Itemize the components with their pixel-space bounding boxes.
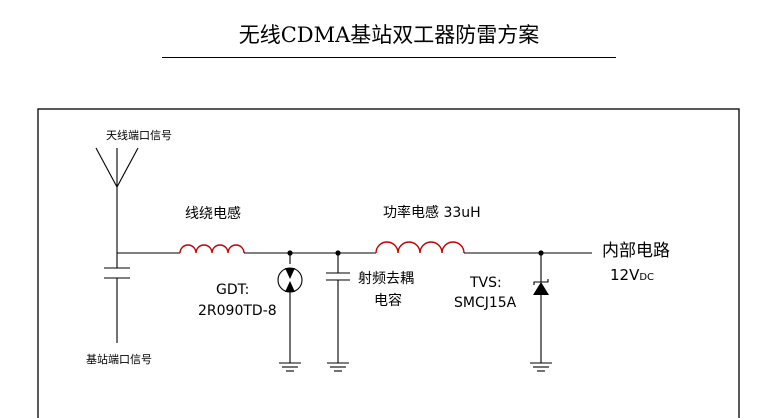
power-inductor [375, 241, 465, 254]
gdt-arrow-bottom [285, 281, 295, 292]
antenna-symbol [95, 147, 139, 268]
diagram-frame [37, 108, 740, 418]
power-inductor-label: 功率电感 33uH [383, 204, 481, 221]
tvs-label: TVS: [469, 275, 502, 291]
voltage-label: 12VDC [610, 266, 654, 284]
diagram-title: 无线CDMA基站双工器防雷方案 [238, 23, 540, 47]
tvs-diode-body [533, 282, 549, 295]
tvs-diode-symbol [530, 253, 552, 372]
tvs-part-number: SMCJ15A [454, 295, 517, 311]
gdt-part-number: 2R090TD-8 [198, 303, 277, 319]
voltage-main: 12V [610, 266, 640, 284]
voltage-subscript: DC [639, 272, 654, 283]
base-station-port-label: 基站端口信号 [86, 352, 152, 366]
capacitor-label-line1: 射频去耦 [358, 271, 414, 287]
rf-decoupling-capacitor [326, 253, 350, 372]
internal-circuit-label: 内部电路 [602, 241, 670, 261]
gdt-arrow-top [285, 268, 295, 279]
line-inductor-label: 线绕电感 [185, 205, 241, 222]
title-underline [162, 57, 616, 58]
antenna-port-label: 天线端口信号 [106, 128, 172, 142]
gdt-label: GDT: [216, 282, 249, 298]
line-inductor [179, 244, 245, 254]
capacitor-label-line2: 电容 [374, 292, 402, 309]
base-station-capacitor [104, 267, 130, 343]
